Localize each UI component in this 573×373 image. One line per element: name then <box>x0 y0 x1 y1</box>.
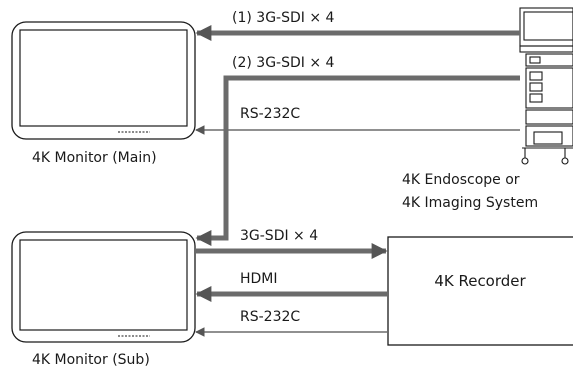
cables <box>195 24 520 337</box>
label-sub-sdi: 3G-SDI × 4 <box>240 228 319 244</box>
label-main-rs232: RS-232C <box>240 106 301 122</box>
label-endoscope-line2: 4K Imaging System <box>402 195 539 211</box>
label-sub-hdmi: HDMI <box>240 271 278 287</box>
label-sub-rs232: RS-232C <box>240 309 301 325</box>
monitor-main <box>11 21 196 140</box>
label-main-link-1: (1) 3G-SDI × 4 <box>232 10 335 26</box>
label-endoscope-line1: 4K Endoscope or <box>402 172 520 188</box>
label-recorder: 4K Recorder <box>434 272 526 290</box>
cable-main-sdi-2 <box>195 75 520 247</box>
label-monitor-sub: 4K Monitor (Sub) <box>32 352 150 368</box>
endoscope-cart-icon <box>519 7 573 165</box>
monitor-sub <box>11 231 196 343</box>
label-main-link-2: (2) 3G-SDI × 4 <box>232 55 335 71</box>
label-monitor-main: 4K Monitor (Main) <box>32 150 157 166</box>
recorder-box <box>387 236 573 346</box>
